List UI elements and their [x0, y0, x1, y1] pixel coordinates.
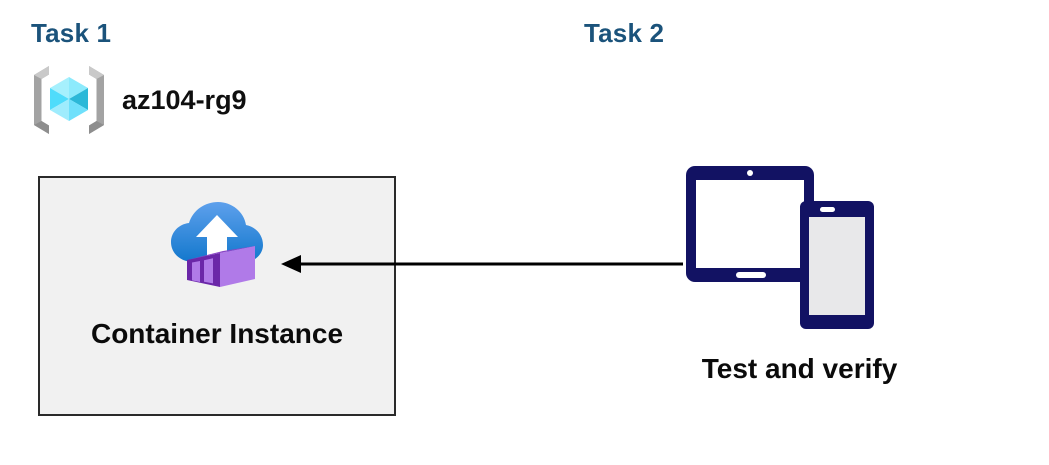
container-instance-label: Container Instance [90, 318, 344, 349]
task2-label: Task 2 [584, 18, 665, 48]
test-and-verify-label: Test and verify [701, 353, 898, 384]
azure-resource-group-icon [30, 64, 108, 136]
resource-group-name: az104-rg9 [122, 84, 247, 115]
container-instance-card: Container Instance [38, 176, 396, 416]
task1-label: Task 1 [31, 18, 112, 48]
resource-group-row: az104-rg9 [30, 64, 247, 136]
task2-panel [0, 457, 491, 465]
